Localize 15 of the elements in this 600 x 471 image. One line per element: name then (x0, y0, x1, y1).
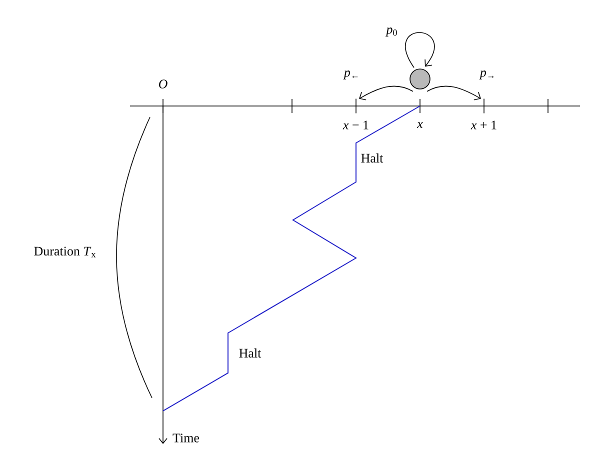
duration-label: Duration T$_{x}$ (34, 246, 96, 258)
axis-origin-label: O (158, 80, 168, 88)
edge-label: p$_{0}$ (385, 26, 399, 38)
axis-label: Time (172, 434, 200, 442)
self-loop-arrow (405, 32, 435, 68)
tick-label: x − 1 (342, 120, 368, 130)
halt-label: Halt (239, 348, 262, 358)
edge-label: p$_{→}$ (478, 70, 498, 80)
halt-label: Halt (361, 153, 384, 163)
curved-arrow (359, 86, 414, 100)
tick-label: x (416, 122, 423, 128)
particle-circle (410, 68, 430, 90)
edge-label: p$_{←}$ (342, 70, 362, 80)
tick-label: x + 1 (470, 120, 496, 130)
curved-arrow (426, 86, 481, 100)
